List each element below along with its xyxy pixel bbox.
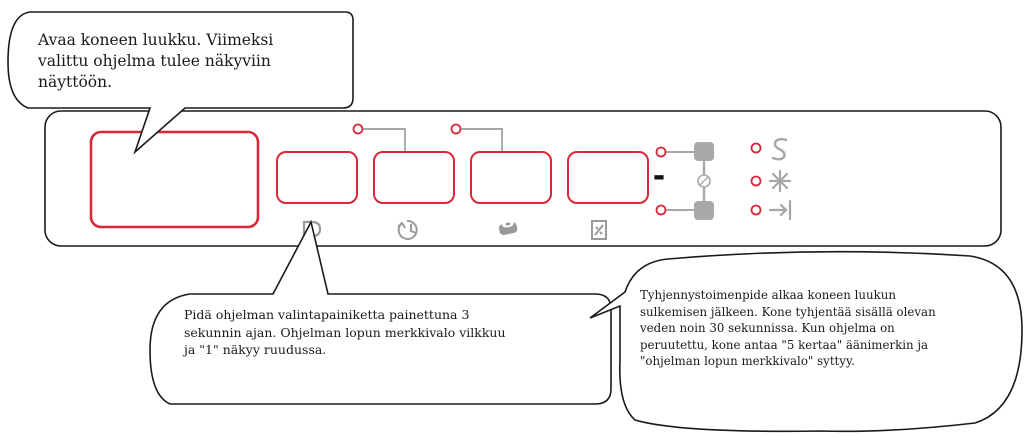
drain-indicator: - xyxy=(653,142,714,220)
tank-bottom-icon xyxy=(694,201,714,220)
half-load-led xyxy=(450,123,462,135)
tank-top-icon xyxy=(694,142,714,161)
callout-open-door-text: Avaa koneen luukku. Viimeksi valittu ohj… xyxy=(38,31,274,91)
half-load-button[interactable] xyxy=(470,151,552,204)
display-dash: - xyxy=(653,159,665,194)
rinse-aid-icon xyxy=(768,169,792,193)
callout-hold-button xyxy=(149,219,612,405)
end-of-program-led xyxy=(750,204,762,216)
program-button[interactable] xyxy=(276,151,358,204)
half-load-icon xyxy=(498,220,518,235)
salt-led xyxy=(750,142,762,154)
half-load-led-connector xyxy=(461,128,503,152)
auto-dose-button[interactable] xyxy=(567,151,649,204)
callout-drain-text: Tyhjennystoimenpide alkaa koneen luukun … xyxy=(640,288,936,368)
delay-timer-led xyxy=(352,123,364,135)
drain-top-led xyxy=(655,146,667,158)
drain-bottom-led xyxy=(655,204,667,216)
delay-timer-button[interactable] xyxy=(373,151,455,204)
callout-hold-button-text: Pidä ohjelman valintapainiketta painettu… xyxy=(184,307,506,357)
callout-open-door xyxy=(7,11,354,155)
salt-icon xyxy=(771,138,788,161)
delay-timer-led-connector xyxy=(363,128,406,152)
end-of-program-icon xyxy=(768,199,792,221)
display-window xyxy=(89,130,260,229)
auto-dose-icon xyxy=(591,220,607,240)
rinse-aid-led xyxy=(750,175,762,187)
delay-timer-icon xyxy=(397,219,418,240)
callout-drain xyxy=(589,250,1023,433)
